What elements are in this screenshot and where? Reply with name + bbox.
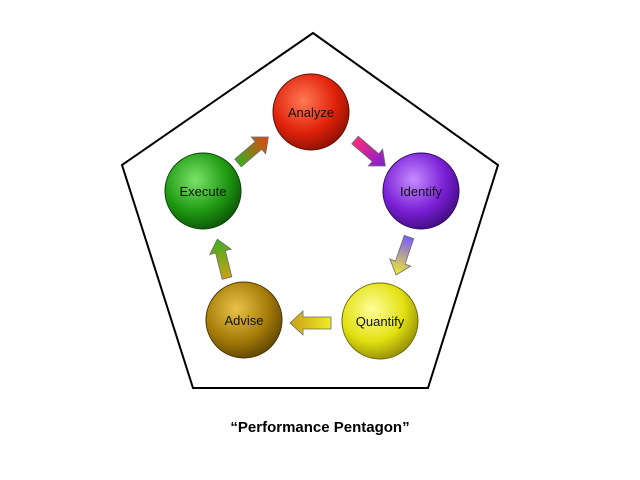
diagram-caption: “Performance Pentagon”: [230, 419, 410, 436]
node-execute: Execute: [164, 152, 242, 230]
arrow-analyze-to-identify: [351, 135, 386, 167]
node-advise: Advise: [205, 281, 283, 359]
node-identify-label: Identify: [400, 184, 442, 199]
node-execute-label: Execute: [180, 184, 227, 199]
arrow-identify-to-quantify: [389, 234, 415, 276]
arrow-advise-to-execute: [209, 238, 233, 280]
pentagon-outline: [120, 31, 500, 389]
node-analyze-label: Analyze: [288, 105, 334, 120]
node-analyze: Analyze: [272, 73, 350, 151]
node-identify: Identify: [382, 152, 460, 230]
node-quantify: Quantify: [341, 282, 419, 360]
arrow-quantify-to-advise: [289, 310, 332, 336]
node-advise-label: Advise: [224, 313, 263, 328]
node-quantify-label: Quantify: [356, 314, 405, 329]
arrow-execute-to-analyze: [234, 136, 269, 168]
